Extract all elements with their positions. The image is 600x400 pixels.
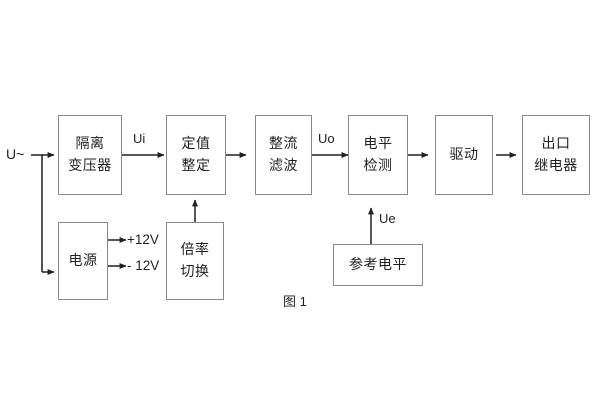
block-setting-value: 定值 整定 [166, 115, 226, 195]
block-isolation-transformer: 隔离 变压器 [58, 115, 122, 195]
block-output-relay: 出口 继电器 [522, 115, 590, 195]
rail-label-positive: +12V [127, 232, 159, 247]
block-reference-level: 参考电平 [333, 244, 423, 286]
block-line: 倍率 [180, 241, 210, 258]
block-line: 检测 [363, 157, 393, 173]
block-drive: 驱动 [435, 115, 493, 195]
block-level-detect: 电平 检测 [348, 115, 408, 195]
block-line: 电源 [68, 252, 98, 269]
source-label: U~ [6, 146, 25, 162]
block-line: 整定 [181, 157, 211, 173]
block-rectify-filter: 整流 滤波 [255, 115, 312, 195]
rail-label-negative: - 12V [127, 258, 160, 273]
block-power-supply: 电源 [58, 222, 108, 300]
signal-label-uo: Uo [318, 131, 335, 146]
block-multiplier-switch: 倍率 切换 [166, 222, 224, 300]
signal-label-ue: Ue [379, 211, 396, 226]
figure-caption: 图 1 [283, 294, 307, 309]
block-line: 出口 [541, 135, 571, 152]
block-line: 变压器 [68, 157, 112, 173]
block-line: 电平 [363, 135, 393, 152]
wire-source-split [31, 152, 55, 275]
block-line: 隔离 [75, 135, 105, 152]
block-line: 继电器 [534, 157, 578, 173]
block-line: 驱动 [449, 146, 479, 163]
block-line: 参考电平 [349, 256, 407, 273]
block-line: 切换 [180, 263, 210, 279]
signal-label-ui: Ui [133, 131, 146, 146]
block-line: 滤波 [269, 157, 298, 173]
block-line: 整流 [269, 135, 298, 152]
block-line: 定值 [181, 135, 211, 152]
